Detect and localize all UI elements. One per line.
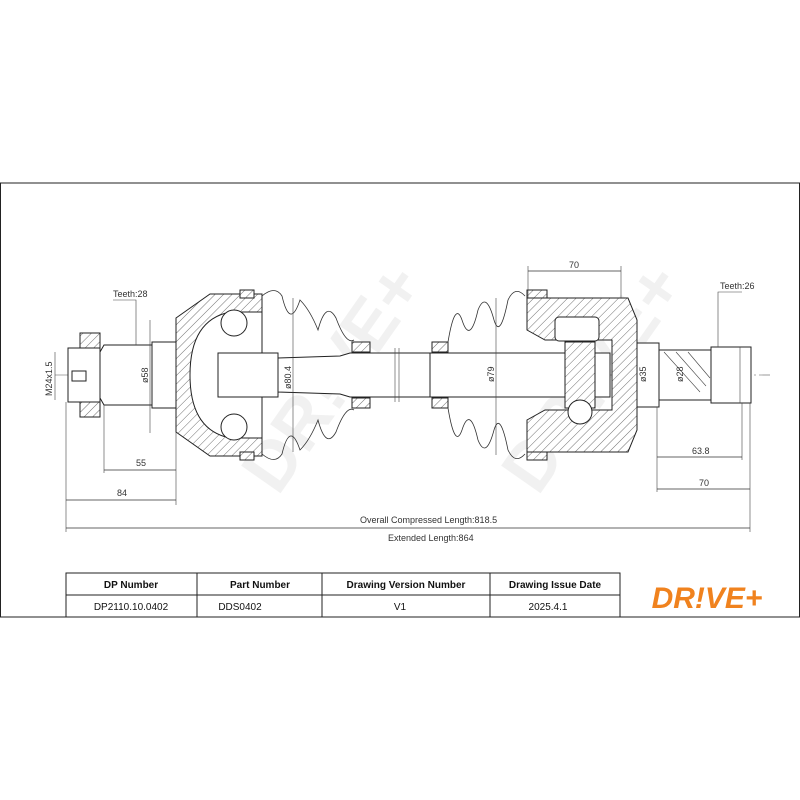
inner-boot <box>431 289 548 461</box>
outer-stub-shaft <box>67 332 179 418</box>
header-dp-number: DP Number <box>104 580 158 591</box>
dim-84-label: 84 <box>117 488 127 498</box>
value-part-number: DDS0402 <box>218 602 262 613</box>
dim-70-right-label: 70 <box>699 478 709 488</box>
inner-tripod-joint <box>429 297 638 453</box>
dimensions: Teeth:28 M24x1.5 ø58 ø80.4 ø79 ø35 ø28 5… <box>44 260 755 543</box>
dia-79-label: ø79 <box>486 366 496 382</box>
dia-35-label: ø35 <box>638 366 648 382</box>
header-part-number: Part Number <box>230 580 290 591</box>
dia-80-4-label: ø80.4 <box>283 366 293 389</box>
teeth-right-label: Teeth:26 <box>720 281 755 291</box>
header-drawing-version: Drawing Version Number <box>347 580 466 591</box>
dia-28-label: ø28 <box>675 366 685 382</box>
value-dp-number: DP2110.10.0402 <box>94 602 169 613</box>
title-block: DP Number Part Number Drawing Version Nu… <box>65 572 763 618</box>
overall-compressed-length-label: Overall Compressed Length:818.5 <box>360 515 497 525</box>
outer-boot <box>261 290 371 460</box>
dia-58-label: ø58 <box>140 367 150 383</box>
teeth-left-label: Teeth:28 <box>113 289 148 299</box>
intermediate-shaft <box>277 352 431 398</box>
drive-logo: DR!VE+ <box>652 582 763 615</box>
dim-55-label: 55 <box>136 458 146 468</box>
value-issue-date: 2025.4.1 <box>529 602 568 613</box>
extended-length-label: Extended Length:864 <box>388 533 474 543</box>
value-drawing-version: V1 <box>394 602 407 613</box>
dim-63-8-label: 63.8 <box>692 446 710 456</box>
thread-label: M24x1.5 <box>44 361 54 396</box>
dim-70-top-label: 70 <box>569 260 579 270</box>
outer-cv-joint <box>175 289 279 461</box>
header-issue-date: Drawing Issue Date <box>509 580 602 591</box>
inner-stub-shaft <box>636 342 752 408</box>
